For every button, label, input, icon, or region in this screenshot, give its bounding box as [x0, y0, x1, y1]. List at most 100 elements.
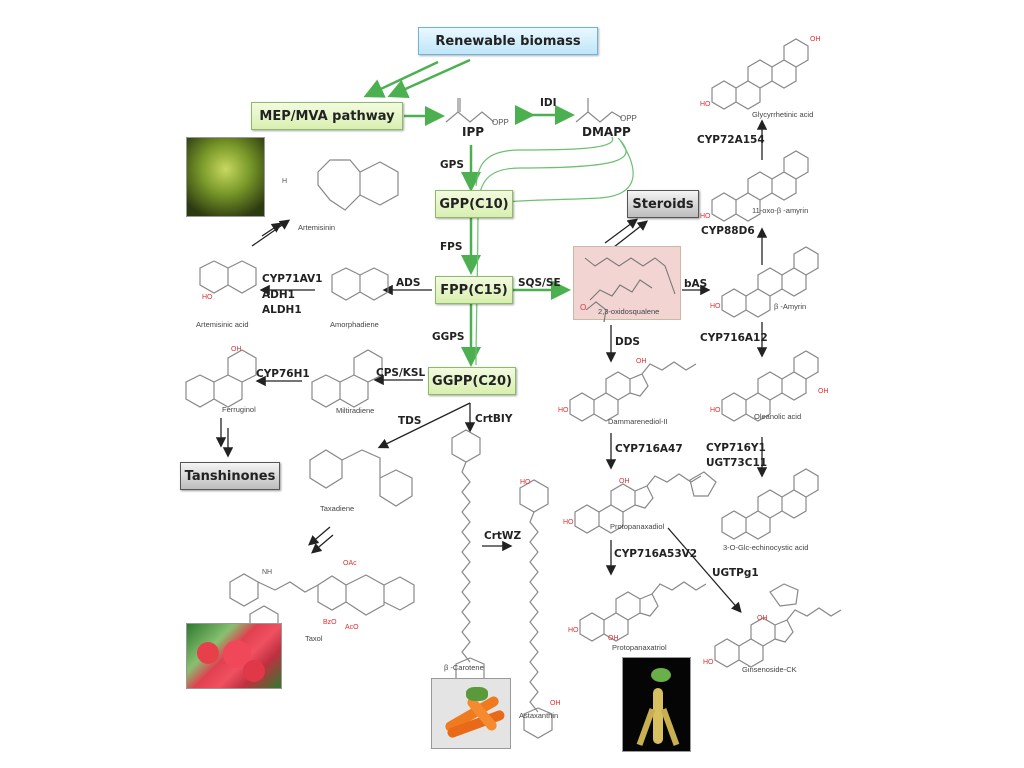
beta-amyrin-skeleton [721, 246, 819, 318]
ugtpg1-arrow [667, 527, 742, 613]
fpp-c15-box: FPP(C15) [435, 276, 513, 304]
enzyme-cyp716a47: CYP716A47 [615, 443, 683, 455]
enzyme-cyp716a12: CYP716A12 [700, 332, 768, 344]
compound-taxol: Taxol [305, 634, 323, 643]
carrots-photo [431, 678, 511, 749]
protopanaxatriol-skeleton [579, 581, 707, 642]
enzyme-cyp716y1: CYP716Y1 [706, 442, 766, 454]
compound-glycyrrhetinic-acid: Glycyrrhetinic acid [752, 110, 814, 119]
tds-arrow [377, 402, 471, 449]
atom-ho: HO [700, 101, 711, 108]
atom-oh: OH [636, 358, 647, 365]
compound-protopanaxadiol: Protopanaxadiol [610, 522, 665, 531]
atom-oac: OAc [343, 560, 357, 567]
enzyme-cyp72a154: CYP72A154 [697, 134, 765, 146]
dmapp-opp-label: OPP [620, 114, 637, 123]
compound-beta-carotene: β -Carotene [444, 663, 484, 672]
artemisinin-arrow-2 [261, 222, 283, 237]
yew-berries-photo [186, 623, 282, 689]
atom-ho: HO [202, 294, 213, 301]
black-arrows [215, 119, 768, 613]
atom-oh: OH [231, 346, 242, 353]
compound-artemisinin: Artemisinin [298, 223, 336, 232]
mep-mva-pathway-box: MEP/MVA pathway [251, 102, 403, 130]
enzyme-bas: bAS [684, 278, 708, 290]
enzyme-cyp88d6: CYP88D6 [701, 225, 755, 237]
artemisia-plant-photo [186, 137, 265, 217]
atom-ho: HO [568, 627, 579, 634]
steroids-arrow-2 [613, 220, 649, 248]
enzyme-crtwz: CrtWZ [484, 530, 522, 542]
enzyme-ads: ADS [396, 277, 421, 289]
enzyme-adh1: ADH1 [262, 289, 295, 301]
compound-protopanaxatriol: Protopanaxatriol [612, 643, 667, 652]
oxo-amyrin-skeleton [711, 150, 809, 222]
enzyme-tds: TDS [398, 415, 422, 427]
green-arrows [363, 58, 575, 367]
atom-oh: OH [608, 635, 619, 642]
enzyme-ggps: GGPS [432, 331, 465, 343]
compound-astaxanthin: Astaxanthin [519, 711, 559, 720]
enzyme-dds: DDS [615, 336, 640, 348]
enzyme-idi: IDI [540, 97, 557, 109]
ggpp-c20-box: GGPP(C20) [428, 367, 516, 395]
atom-aco: AcO [345, 624, 359, 631]
echinocystic-skeleton [689, 468, 819, 540]
enzyme-cyp71av1: CYP71AV1 [262, 273, 323, 285]
epoxide-oxygen-label: O [580, 303, 587, 312]
atom-ho: HO [563, 519, 574, 526]
steroids-box: Steroids [627, 190, 699, 218]
taxol-arrow-2 [311, 534, 334, 554]
atom-ho: HO [520, 479, 531, 486]
enzyme-cyp76h1: CYP76H1 [256, 368, 310, 380]
atom-bzo: BzO [323, 619, 337, 626]
atom-oh: OH [757, 615, 768, 622]
oxidosqualene-box [573, 246, 681, 320]
compound-beta-amyrin: β -Amyrin [774, 302, 807, 311]
renewable-biomass-box: Renewable biomass [418, 27, 598, 55]
biomass-arrow-2 [387, 58, 471, 98]
ipp-label: IPP [462, 125, 485, 139]
structures [185, 38, 842, 739]
enzyme-ugt73c11: UGT73C11 [706, 457, 768, 469]
enzyme-cps-ksl: CPS/KSL [376, 367, 426, 379]
enzyme-cyp716a53v2: CYP716A53V2 [614, 548, 698, 560]
tanshinones-box: Tanshinones [180, 462, 280, 490]
oleanolic-skeleton [721, 350, 819, 422]
atom-oh: OH [550, 700, 561, 707]
compound-dammarenediol-ii: Dammarenediol-II [608, 417, 668, 426]
ginsenoside-skeleton [714, 583, 842, 668]
compound-11-oxo-beta-amyrin: 11-oxo-β -amyrin [752, 206, 809, 215]
compound-taxadiene: Taxadiene [320, 504, 355, 513]
enzyme-aldh1: ALDH1 [262, 304, 302, 316]
atom-oh: OH [818, 388, 829, 395]
ipp-opp-label: OPP [492, 118, 509, 127]
atom-oh: OH [810, 36, 821, 43]
compound-oleanolic-acid: Oleanolic acid [754, 412, 802, 421]
ginseng-root-photo [622, 657, 691, 752]
compound-ferruginol: Ferruginol [222, 405, 256, 414]
compound-3-o-glc-echinocystic-acid: 3-O-Glc-echinocystic acid [723, 543, 809, 552]
atom-oh: OH [619, 478, 630, 485]
atom-ho: HO [700, 213, 711, 220]
steroids-arrow-1 [604, 218, 639, 244]
oxidosqualene-label: 2,3-oxidosqualene [598, 307, 660, 316]
atom-nh: NH [262, 569, 273, 576]
compound-artemisinic-acid: Artemisinic acid [196, 320, 249, 329]
glycyrrhetinic-skeleton [711, 38, 809, 110]
dmapp-label: DMAPP [582, 125, 631, 139]
enzyme-ugtpg1: UGTPg1 [712, 567, 759, 579]
atom-h: H [282, 178, 288, 185]
atom-ho: HO [558, 407, 569, 414]
compound-miltiradiene: Miltiradiene [336, 406, 375, 415]
atom-ho: HO [710, 407, 721, 414]
enzyme-sqs-se: SQS/SE [518, 277, 561, 289]
compound-ginsenoside-ck: Ginsenoside-CK [742, 665, 797, 674]
enzyme-fps: FPS [440, 241, 463, 253]
gpp-c10-box: GPP(C10) [435, 190, 513, 218]
atom-ho: HO [703, 659, 714, 666]
compound-amorphadiene: Amorphadiene [330, 320, 379, 329]
enzyme-gps: GPS [440, 159, 464, 171]
